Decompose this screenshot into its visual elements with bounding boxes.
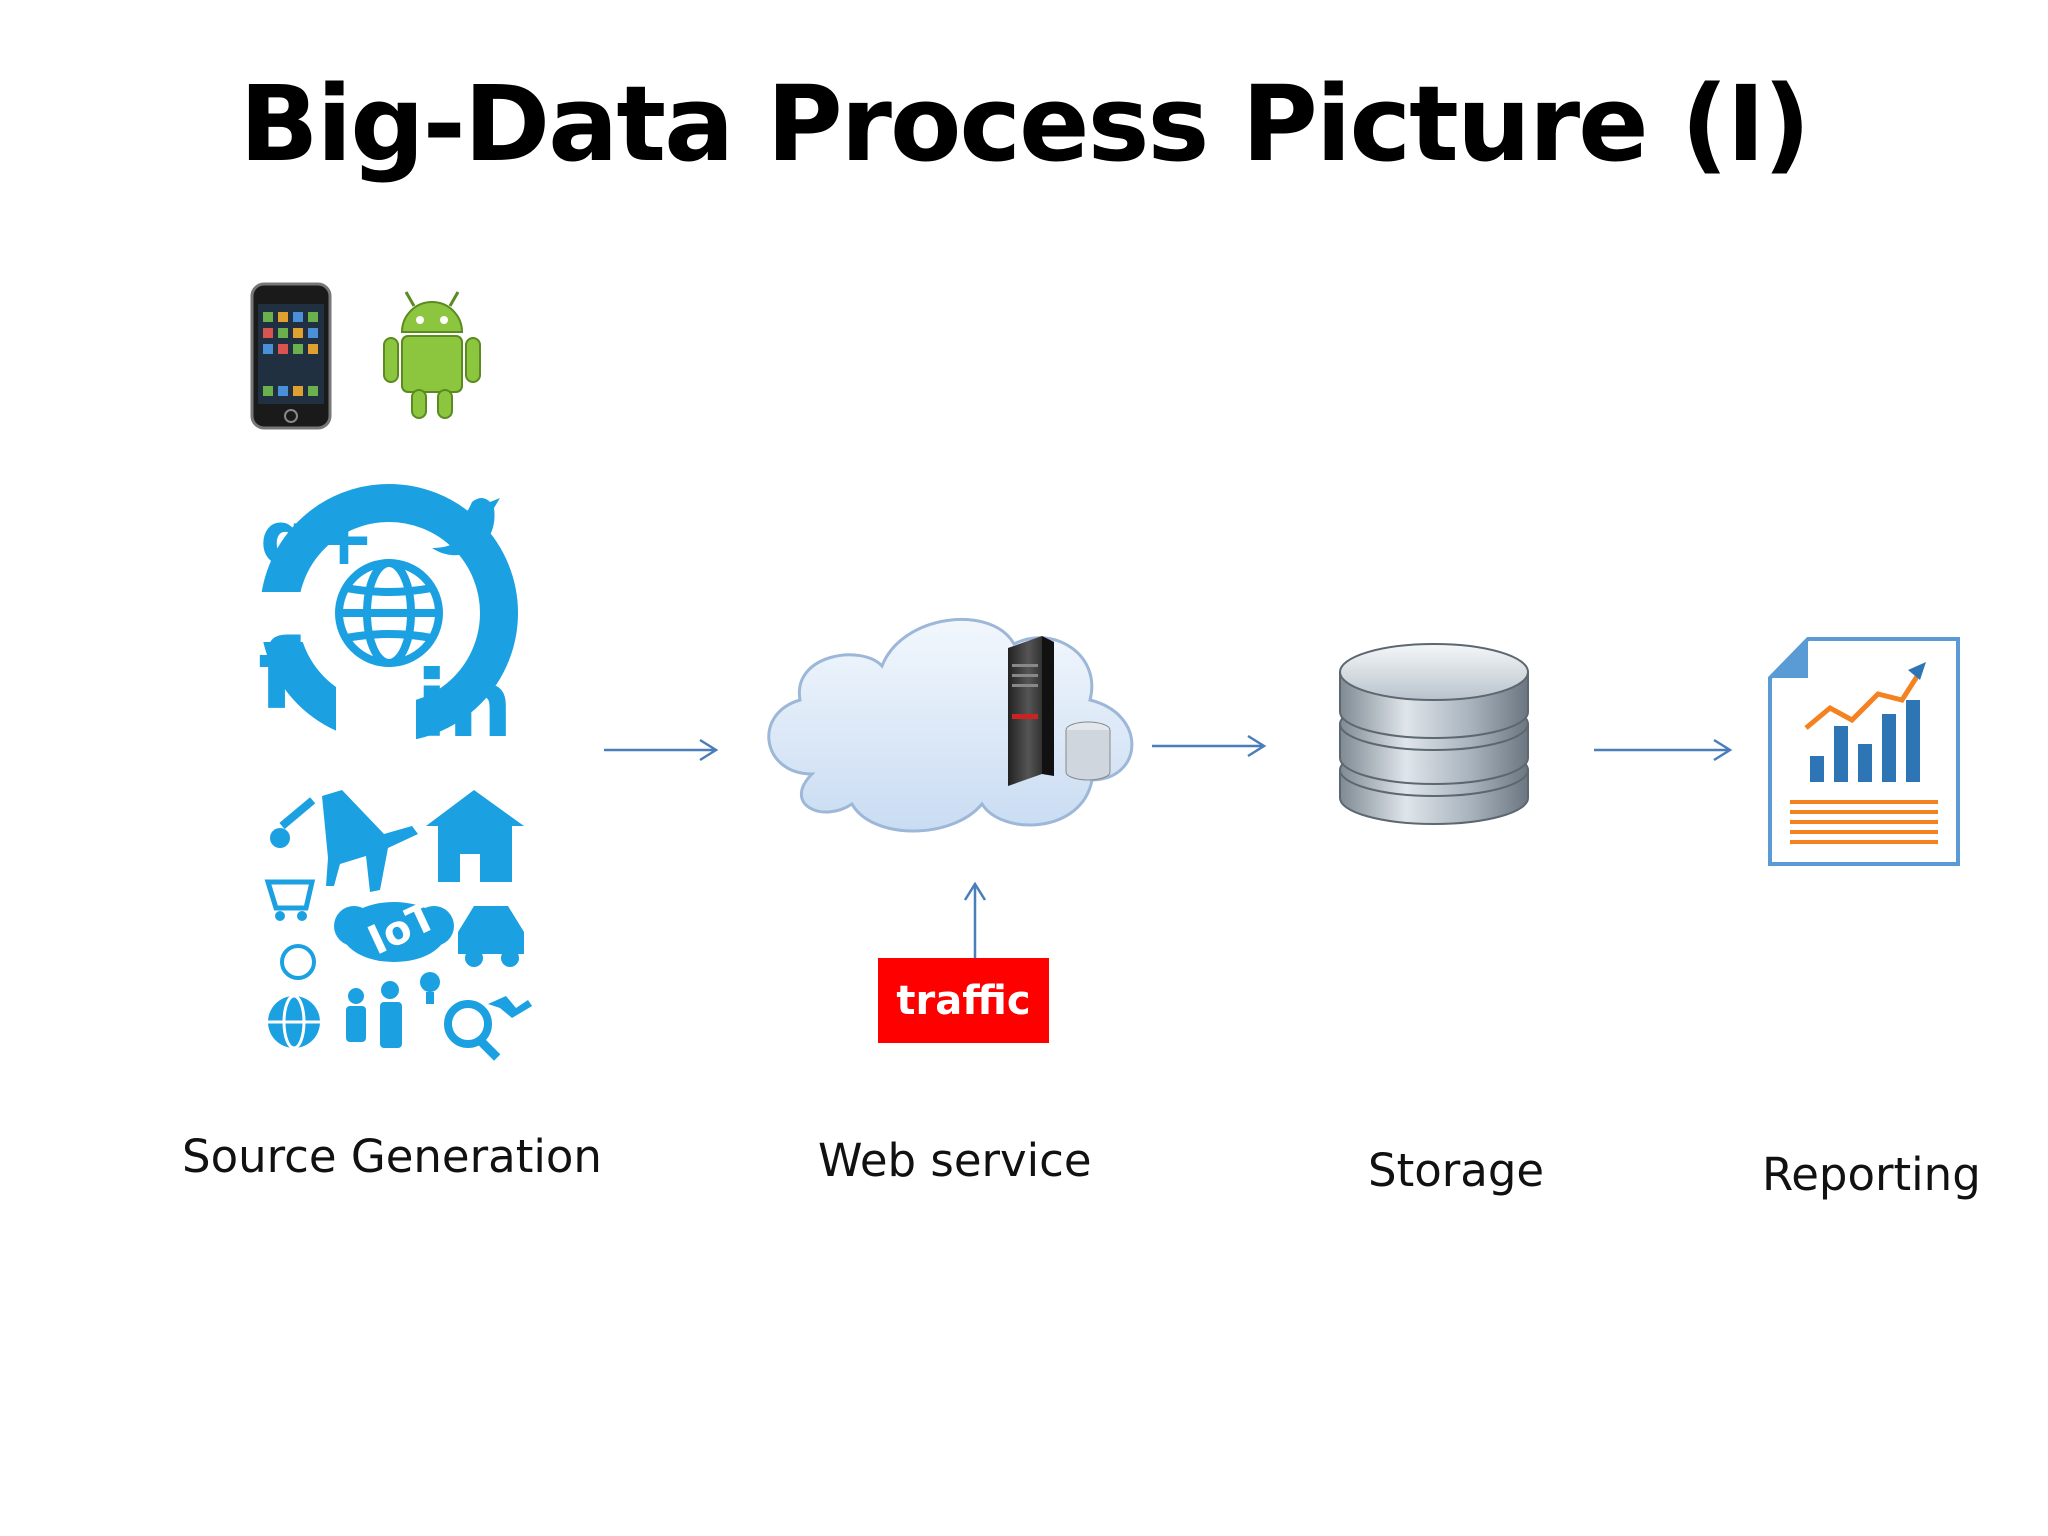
database-icon bbox=[1339, 643, 1529, 825]
cloud-server-icon bbox=[767, 617, 1134, 833]
report-icon bbox=[1768, 637, 1960, 866]
page-title: Big-Data Process Picture (I) bbox=[239, 63, 1810, 185]
stage-label-web-service: Web service bbox=[818, 1134, 1092, 1187]
stage-label-reporting: Reporting bbox=[1762, 1148, 1981, 1201]
android-icon bbox=[383, 291, 481, 419]
social-network-icon: g+ f in bbox=[246, 484, 518, 758]
facebook-label: f bbox=[258, 619, 301, 731]
iot-icon: IoT bbox=[264, 790, 532, 1061]
smartphone-icon bbox=[250, 282, 332, 430]
gplus-label: g+ bbox=[260, 496, 375, 582]
stage-label-storage: Storage bbox=[1368, 1144, 1545, 1197]
arrow-web-to-storage bbox=[1152, 734, 1267, 758]
arrow-source-to-web bbox=[604, 738, 719, 762]
traffic-label: traffic bbox=[878, 958, 1049, 1043]
arrow-storage-to-reporting bbox=[1594, 738, 1733, 762]
stage-label-source-generation: Source Generation bbox=[182, 1130, 602, 1183]
linkedin-label: in bbox=[416, 651, 513, 758]
